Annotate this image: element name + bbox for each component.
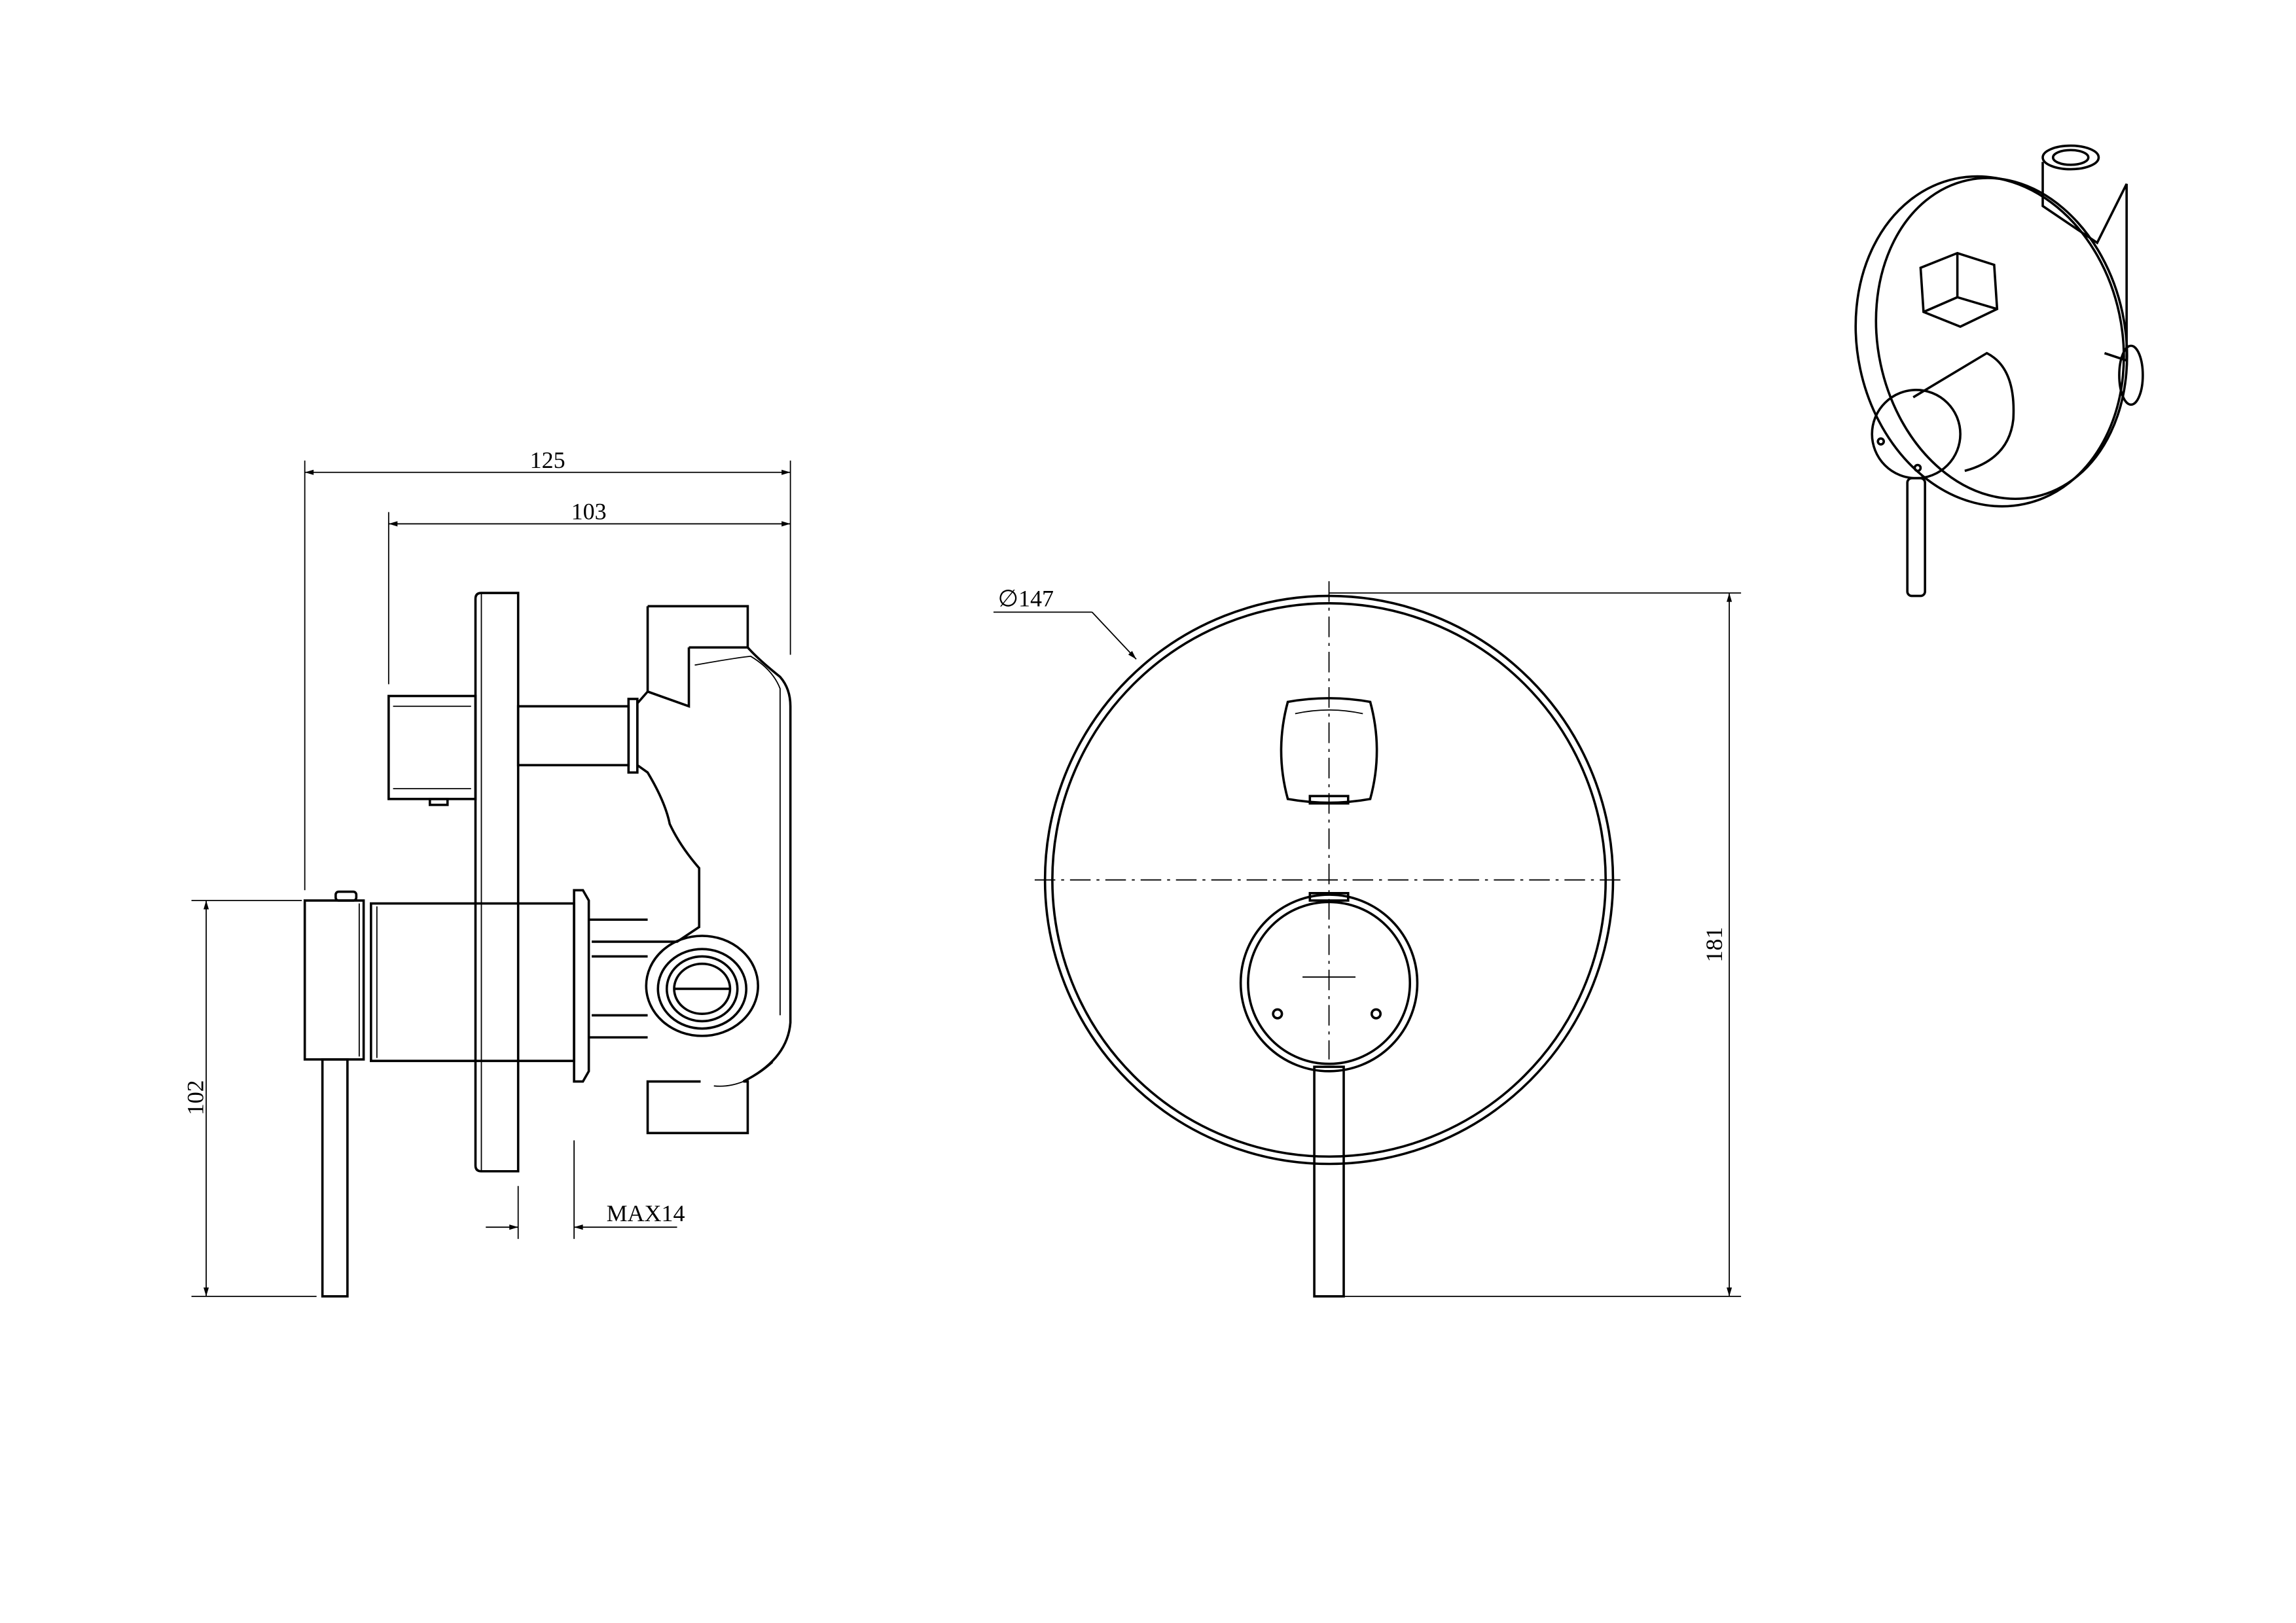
handle-hub-side	[303, 899, 365, 1061]
lever-side	[321, 1058, 349, 1298]
iso-diverter-knob	[1919, 251, 1999, 329]
dimension-diameter-147: ∅147	[993, 585, 1137, 660]
iso-lever	[1906, 476, 1926, 597]
diverter-knob-side	[387, 694, 477, 800]
dimension-102: 102	[183, 900, 317, 1297]
cartridge-sleeve	[370, 902, 575, 1062]
dimension-181: 181	[1329, 592, 1742, 1297]
diverter-knob-front	[1280, 697, 1378, 804]
isometric-view	[1854, 144, 2144, 597]
dimension-max14: MAX14	[486, 1140, 685, 1240]
dimension-103: 103	[387, 499, 791, 685]
valve-body	[592, 605, 792, 1135]
dim-label-125: 125	[530, 447, 565, 473]
dim-label-147: ∅147	[998, 585, 1054, 611]
dim-label-103: 103	[571, 499, 607, 525]
lever-front	[1313, 1065, 1345, 1298]
iso-handle-hub	[1912, 351, 2015, 473]
handle-hub-front	[1239, 893, 1419, 1073]
diverter-shaft	[516, 705, 630, 766]
dimension-125: 125	[304, 447, 791, 891]
iso-wall-plate	[1854, 175, 2125, 508]
dim-label-max14: MAX14	[607, 1200, 685, 1226]
escutcheon-flange	[573, 889, 590, 1083]
valve-port	[645, 935, 759, 1037]
side-view: 125 103	[183, 447, 792, 1298]
front-view: ∅147 181	[993, 581, 1742, 1298]
dim-label-102: 102	[183, 1080, 209, 1115]
dim-label-181: 181	[1701, 927, 1727, 963]
